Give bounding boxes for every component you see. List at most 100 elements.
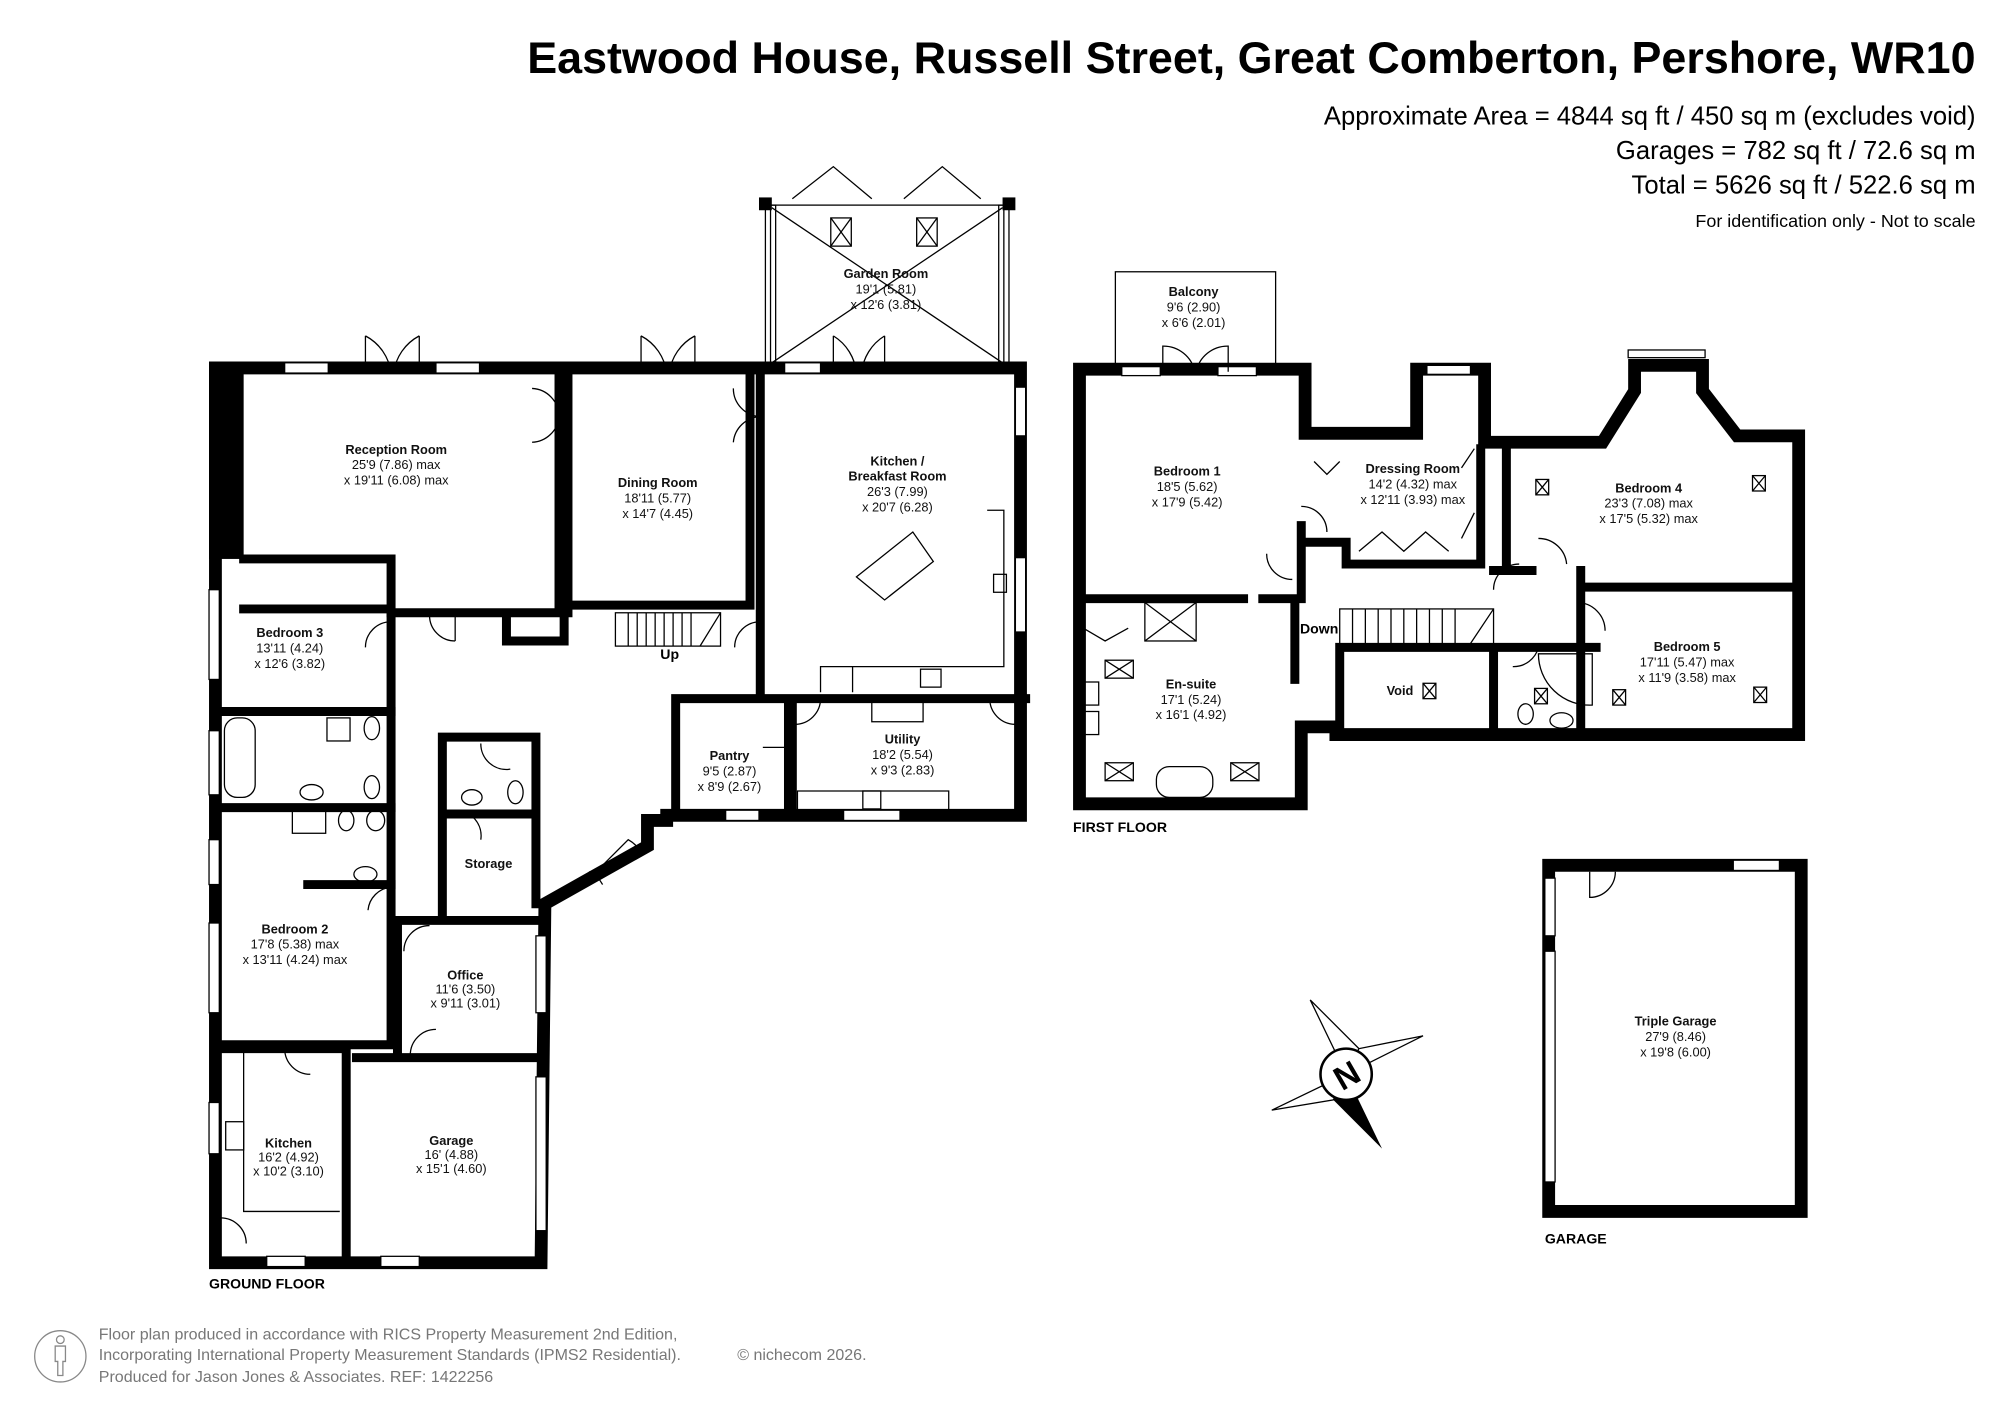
stairs-up-label: Up [660,646,679,662]
svg-text:Reception Room: Reception Room [345,442,447,457]
svg-text:x 11'9 (3.58) max: x 11'9 (3.58) max [1638,670,1736,685]
first-floor-plan: FIRST FLOOR Down [1073,271,1806,835]
svg-text:x 20'7 (6.28): x 20'7 (6.28) [862,500,933,515]
first-floor-stairs [1339,608,1495,649]
bath-icon [223,717,256,799]
svg-text:Bedroom 5: Bedroom 5 [1654,639,1721,654]
first-floor-label: FIRST FLOOR [1073,819,1167,835]
svg-text:17'11 (5.47) max: 17'11 (5.47) max [1640,655,1735,670]
approximate-area: Approximate Area = 4844 sq ft / 450 sq m… [1324,102,1976,130]
svg-text:13'11 (4.24): 13'11 (4.24) [256,641,323,656]
svg-text:x 9'3 (2.83): x 9'3 (2.83) [871,762,935,777]
svg-text:Kitchen /: Kitchen / [870,453,924,468]
svg-text:x 12'11 (3.93) max: x 12'11 (3.93) max [1360,492,1465,507]
svg-text:16'2 (4.92): 16'2 (4.92) [258,1149,319,1164]
disclaimer-note: For identification only - Not to scale [1695,211,1975,231]
svg-text:Bedroom 1: Bedroom 1 [1154,464,1221,479]
svg-text:Utility: Utility [885,732,921,747]
svg-text:Bedroom 4: Bedroom 4 [1615,480,1683,495]
svg-text:x 16'1 (4.92): x 16'1 (4.92) [1156,707,1227,722]
svg-text:27'9 (8.46): 27'9 (8.46) [1645,1029,1706,1044]
footer-line-1: Floor plan produced in accordance with R… [99,1326,678,1344]
first-floor-outer-walls [1073,358,1806,811]
svg-text:Triple Garage: Triple Garage [1635,1014,1717,1029]
svg-text:14'2 (4.32) max: 14'2 (4.32) max [1369,476,1458,491]
svg-text:18'2 (5.54): 18'2 (5.54) [872,747,933,762]
svg-text:x 10'2 (3.10): x 10'2 (3.10) [253,1164,324,1179]
svg-text:25'9 (7.86) max: 25'9 (7.86) max [352,457,441,472]
svg-text:16' (4.88): 16' (4.88) [424,1147,478,1162]
svg-text:Bedroom 2: Bedroom 2 [262,921,329,936]
page-title: Eastwood House, Russell Street, Great Co… [527,32,1975,83]
svg-text:Void: Void [1387,683,1414,698]
room-storage: Storage [465,856,513,871]
room-void: Void [1387,683,1414,698]
svg-text:Balcony: Balcony [1169,284,1220,299]
svg-text:x 8'9 (2.67): x 8'9 (2.67) [698,779,762,794]
svg-text:Breakfast Room: Breakfast Room [848,469,946,484]
bathtub-icon [1155,765,1214,799]
total-area: Total = 5626 sq ft / 522.6 sq m [1632,172,1976,200]
footer-line-3: Produced for Jason Jones & Associates. R… [99,1368,493,1386]
svg-text:Dining Room: Dining Room [618,475,698,490]
svg-text:x 9'11 (3.01): x 9'11 (3.01) [431,996,501,1011]
svg-text:23'3 (7.08) max: 23'3 (7.08) max [1604,496,1693,511]
svg-text:x 15'1 (4.60): x 15'1 (4.60) [416,1161,487,1176]
person-scale-icon [34,1330,87,1383]
svg-text:x 12'6 (3.82): x 12'6 (3.82) [254,656,325,671]
svg-text:11'6 (3.50): 11'6 (3.50) [436,982,496,997]
svg-text:x 19'8 (6.00): x 19'8 (6.00) [1640,1044,1711,1059]
skylight-icons [1104,474,1768,782]
ground-floor-plan: GROUND FLOOR Up [208,165,1031,1291]
svg-text:18'5 (5.62): 18'5 (5.62) [1157,479,1218,494]
svg-text:x 13'11 (4.24) max: x 13'11 (4.24) max [243,952,348,967]
garden-room-doors [791,165,982,200]
garages-area: Garages = 782 sq ft / 72.6 sq m [1616,137,1976,165]
footer-line-2: Incorporating International Property Mea… [99,1346,681,1364]
svg-text:9'6 (2.90): 9'6 (2.90) [1167,300,1221,315]
ground-floor-label: GROUND FLOOR [209,1275,325,1291]
svg-text:Storage: Storage [465,856,513,871]
svg-text:17'1 (5.24): 17'1 (5.24) [1161,692,1222,707]
svg-text:Pantry: Pantry [710,748,751,763]
svg-text:En-suite: En-suite [1166,676,1216,691]
footer: Floor plan produced in accordance with R… [34,1326,867,1386]
ground-floor-outer-walls [209,361,1027,1270]
svg-text:Dressing Room: Dressing Room [1366,461,1461,476]
room-bedroom-1: Bedroom 118'5 (5.62)x 17'9 (5.42) [1152,464,1223,510]
shower-icon [326,717,351,742]
svg-text:17'8 (5.38) max: 17'8 (5.38) max [251,937,340,952]
hob-icon [919,668,942,688]
stairs-down-label: Down [1300,620,1338,636]
svg-text:Office: Office [447,967,483,982]
svg-text:x 19'11 (6.08) max: x 19'11 (6.08) max [344,473,449,488]
svg-text:9'5 (2.87): 9'5 (2.87) [703,764,757,779]
svg-text:x 17'9 (5.42): x 17'9 (5.42) [1152,494,1223,509]
room-bedroom-3: Bedroom 313'11 (4.24)x 12'6 (3.82) [254,625,325,671]
svg-text:Garden Room: Garden Room [844,266,929,281]
copyright: © nichecom 2026. [737,1346,866,1364]
svg-text:x 12'6 (3.81): x 12'6 (3.81) [851,297,922,312]
sink-icon [862,790,882,810]
ground-floor-stairs [614,612,722,647]
compass-north-icon: N [1271,999,1424,1149]
svg-text:19'1 (5.81): 19'1 (5.81) [856,282,917,297]
